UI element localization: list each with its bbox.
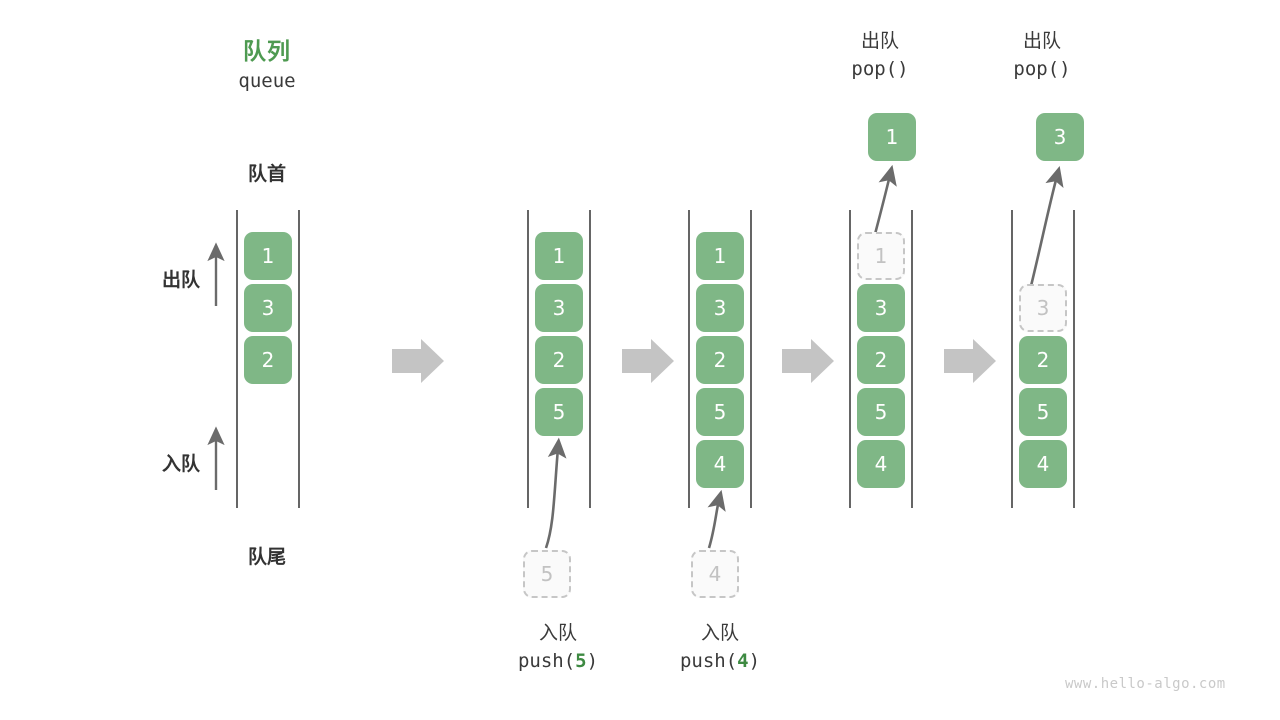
page-title: 队列 <box>243 39 291 65</box>
queue-cell: 4 <box>857 440 905 488</box>
queue-cell-removed: 3 <box>1019 284 1067 332</box>
queue-cell: 2 <box>857 336 905 384</box>
flow-arrow-3 <box>782 339 834 383</box>
caption-pop-3: 出队 pop() <box>952 28 1132 83</box>
queue-cell: 4 <box>696 440 744 488</box>
queue-cell: 1 <box>696 232 744 280</box>
caption-push-4-cn: 入队 <box>700 622 739 644</box>
queue-cell: 3 <box>857 284 905 332</box>
caption-push-5: 入队 push(5) <box>468 620 648 675</box>
flow-arrow-1 <box>392 339 444 383</box>
caption-push-4-close: ) <box>748 649 761 672</box>
flow-arrow-2 <box>622 339 674 383</box>
page-subtitle: queue <box>238 70 296 92</box>
flow-arrow-4 <box>944 339 996 383</box>
caption-pop-3-code: pop() <box>1013 57 1071 80</box>
label-direction-enqueue: 入队 <box>161 453 200 475</box>
caption-push-5-open: push( <box>517 649 576 672</box>
caption-pop-3-cn: 出队 <box>1022 30 1061 52</box>
caption-push-5-close: ) <box>586 649 599 672</box>
caption-push-4-code: push(4) <box>630 648 810 676</box>
queue-cell: 2 <box>1019 336 1067 384</box>
queue-cell: 3 <box>244 284 292 332</box>
queue-cell: 1 <box>244 232 292 280</box>
queue-cell: 1 <box>535 232 583 280</box>
label-queue-front: 队首 <box>247 163 286 185</box>
label-direction-dequeue: 出队 <box>161 269 200 291</box>
queue-cell: 2 <box>535 336 583 384</box>
popped-value-box: 1 <box>868 113 916 161</box>
caption-push-5-arg: 5 <box>575 649 587 672</box>
caption-push-4-open: push( <box>679 649 738 672</box>
incoming-value-box: 5 <box>523 550 571 598</box>
motion-arrow-pop-3 <box>1028 165 1064 291</box>
motion-arrow-push-4 <box>707 489 726 549</box>
caption-push-5-cn: 入队 <box>538 622 577 644</box>
caption-pop-1-cn: 出队 <box>860 30 899 52</box>
queue-cell: 5 <box>857 388 905 436</box>
caption-push-5-code: push(5) <box>468 648 648 676</box>
queue-cell: 2 <box>244 336 292 384</box>
caption-pop-1-code: pop() <box>851 57 909 80</box>
queue-cell: 3 <box>535 284 583 332</box>
queue-cell: 3 <box>696 284 744 332</box>
watermark: www.hello-algo.com <box>1065 676 1226 692</box>
queue-cell: 4 <box>1019 440 1067 488</box>
queue-cell: 5 <box>696 388 744 436</box>
queue-cell: 5 <box>535 388 583 436</box>
motion-arrow-pop-1 <box>872 164 897 239</box>
caption-push-4-arg: 4 <box>737 649 749 672</box>
caption-push-4: 入队 push(4) <box>630 620 810 675</box>
queue-cell: 5 <box>1019 388 1067 436</box>
caption-pop-1: 出队 pop() <box>790 28 970 83</box>
queue-cell-removed: 1 <box>857 232 905 280</box>
popped-value-box: 3 <box>1036 113 1084 161</box>
incoming-value-box: 4 <box>691 550 739 598</box>
label-queue-rear: 队尾 <box>247 546 286 568</box>
queue-cell: 2 <box>696 336 744 384</box>
motion-arrow-push-5 <box>544 437 567 549</box>
